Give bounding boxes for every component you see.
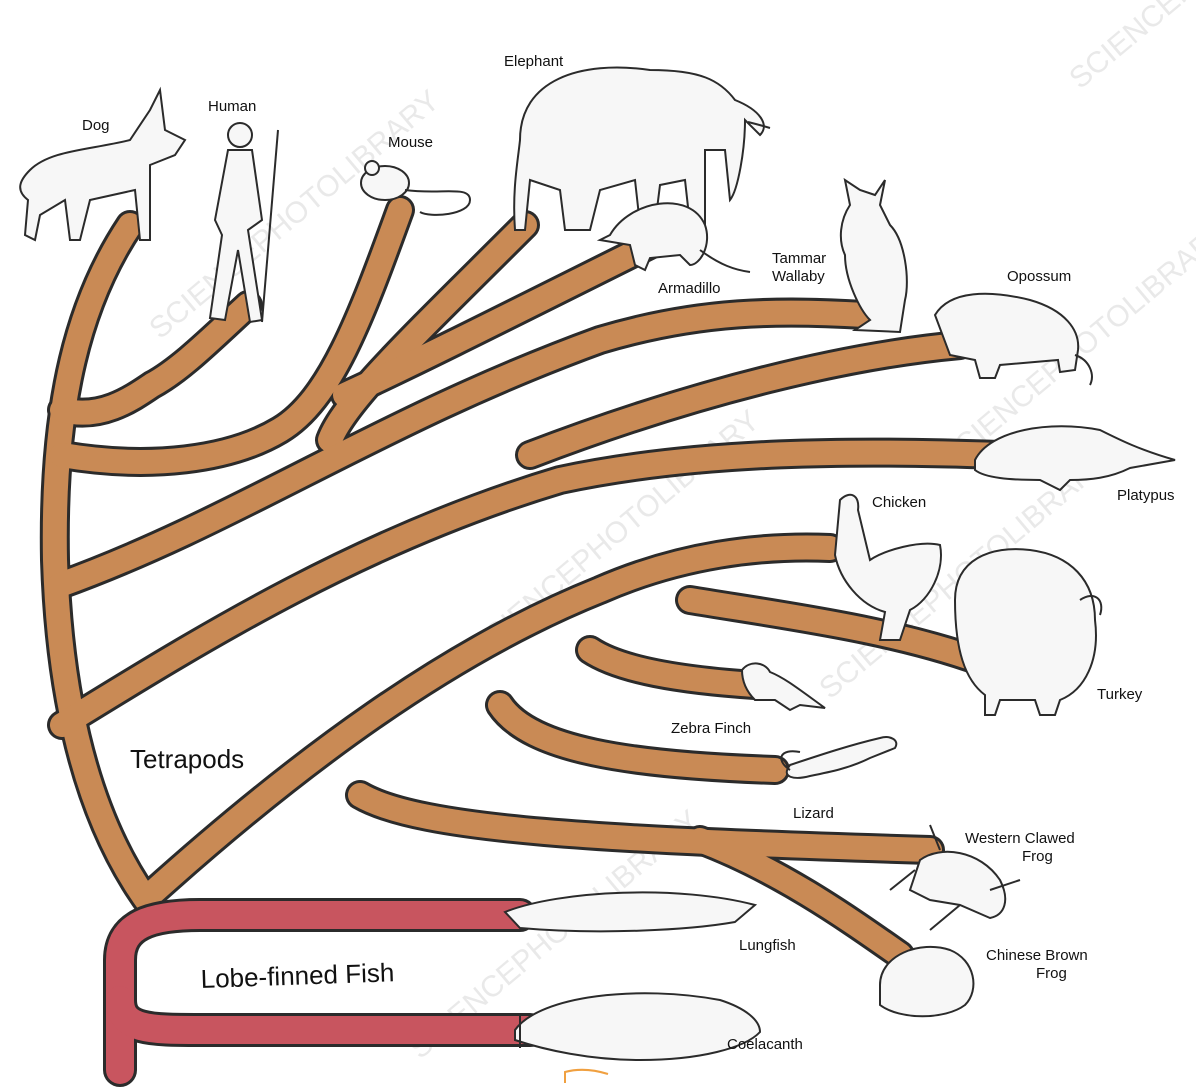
label-lizard: Lizard [793, 805, 834, 822]
coelacanth-illustration [515, 993, 760, 1060]
label-turkey: Turkey [1097, 686, 1143, 703]
lungfish-illustration [505, 892, 755, 931]
platypus-illustration [975, 426, 1175, 490]
label-western-clawed-frog-line1: Western Clawed [965, 830, 1075, 847]
turkey-illustration [955, 549, 1101, 715]
watermark: SCIENCEPHOTOLIBRARY [1063, 0, 1196, 95]
elephant-illustration [514, 68, 770, 230]
mouse-illustration [361, 161, 470, 215]
label-chinese-brown-frog-line1: Chinese Brown [986, 947, 1088, 964]
label-elephant: Elephant [504, 53, 564, 70]
label-lungfish: Lungfish [739, 937, 796, 954]
lizard-illustration [781, 737, 896, 778]
label-coelacanth: Coelacanth [727, 1036, 803, 1053]
label-zebra-finch: Zebra Finch [671, 720, 751, 737]
dog-illustration [20, 90, 185, 240]
label-human: Human [208, 98, 256, 115]
label-western-clawed-frog-line2: Frog [1022, 848, 1053, 865]
label-mouse: Mouse [388, 134, 433, 151]
chinese-brown-frog-illustration [880, 947, 973, 1016]
label-opossum: Opossum [1007, 268, 1071, 285]
opossum-illustration [935, 294, 1092, 385]
label-chicken: Chicken [872, 494, 926, 511]
label-tammar-wallaby-line2: Wallaby [772, 268, 825, 285]
label-dog: Dog [82, 117, 110, 134]
zebra-finch-illustration [742, 663, 825, 710]
label-tetrapods: Tetrapods [130, 744, 244, 774]
label-lobe-finned-fish: Lobe-finned Fish [200, 957, 395, 994]
label-tammar-wallaby-line1: Tammar [772, 250, 826, 267]
label-chinese-brown-frog-line2: Frog [1036, 965, 1067, 982]
label-armadillo: Armadillo [658, 280, 721, 297]
label-platypus: Platypus [1117, 487, 1175, 504]
scribble-mark [565, 1070, 608, 1083]
